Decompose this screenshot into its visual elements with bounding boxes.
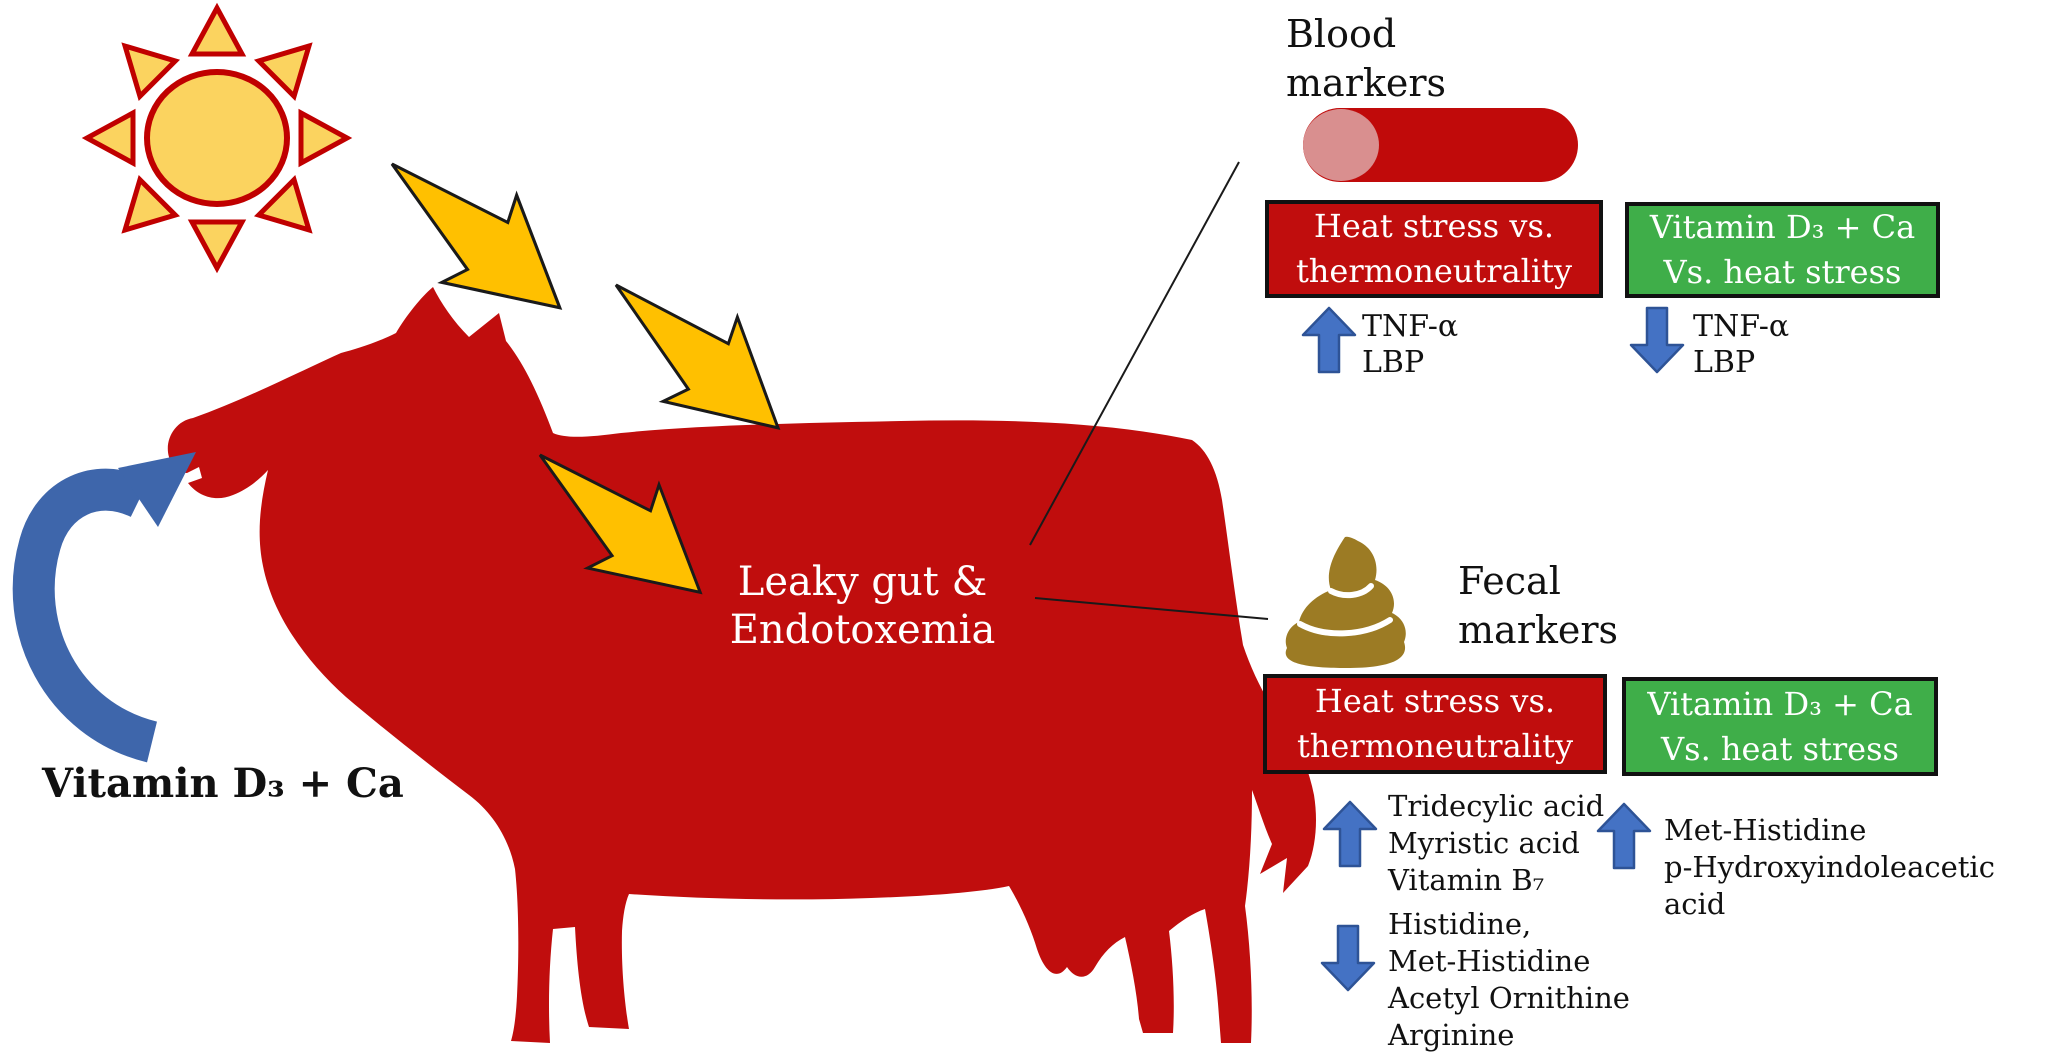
blood-increased-markers: TNF-α LBP [1362,309,1459,380]
blood-heat-stress-box-label: Heat stress vs. thermoneutrality [1295,207,1573,290]
fecal-vitamin-box-label: Vitamin D₃ + Ca Vs. heat stress [1647,684,1913,768]
blood-decreased-markers: TNF-α LBP [1693,309,1790,380]
blood-vitamin-box-label: Vitamin D₃ + Ca Vs. heat stress [1649,208,1916,291]
blood-vitamin-box: Vitamin D₃ + Ca Vs. heat stress [1625,202,1940,298]
curved-intake-arrow-icon [12,452,196,763]
cow-silhouette [167,287,1317,1043]
fecal-increased-markers-heat: Tridecylic acid Myristic acid Vitamin B₇ [1388,789,1605,898]
decrease-arrow-icon-fecal-heat [1320,924,1376,992]
feces-icon [1285,536,1406,668]
fecal-vitamin-box: Vitamin D₃ + Ca Vs. heat stress [1622,677,1938,776]
leaky-gut-label: Leaky gut & Endotoxemia [729,559,996,653]
increase-arrow-icon-fecal-heat [1322,800,1378,868]
heat-arrow-icon-1 [353,118,599,353]
blood-connector-line [1029,161,1240,546]
fecal-decreased-markers-heat: Histidine, Met-Histidine Acetyl Ornithin… [1388,907,1630,1053]
fecal-connector-line [1034,597,1269,620]
fecal-heat-stress-box: Heat stress vs. thermoneutrality [1263,674,1607,774]
blood-markers-title: Blood markers [1286,12,1447,105]
blood-heat-stress-box: Heat stress vs. thermoneutrality [1265,200,1603,298]
blood-vessel-icon [1303,108,1578,182]
sun-icon [87,8,347,268]
fecal-heat-stress-box-label: Heat stress vs. thermoneutrality [1296,682,1574,765]
increase-arrow-icon-blood [1301,306,1357,374]
fecal-markers-title: Fecal markers [1458,559,1619,652]
increase-arrow-icon-fecal-vitamin [1596,802,1652,870]
fecal-increased-markers-vitamin: Met-Histidine p-Hydroxyindoleacetic acid [1664,813,1995,922]
vitamin-intake-label: Vitamin D₃ + Ca [42,760,404,807]
decrease-arrow-icon-blood [1629,306,1685,374]
